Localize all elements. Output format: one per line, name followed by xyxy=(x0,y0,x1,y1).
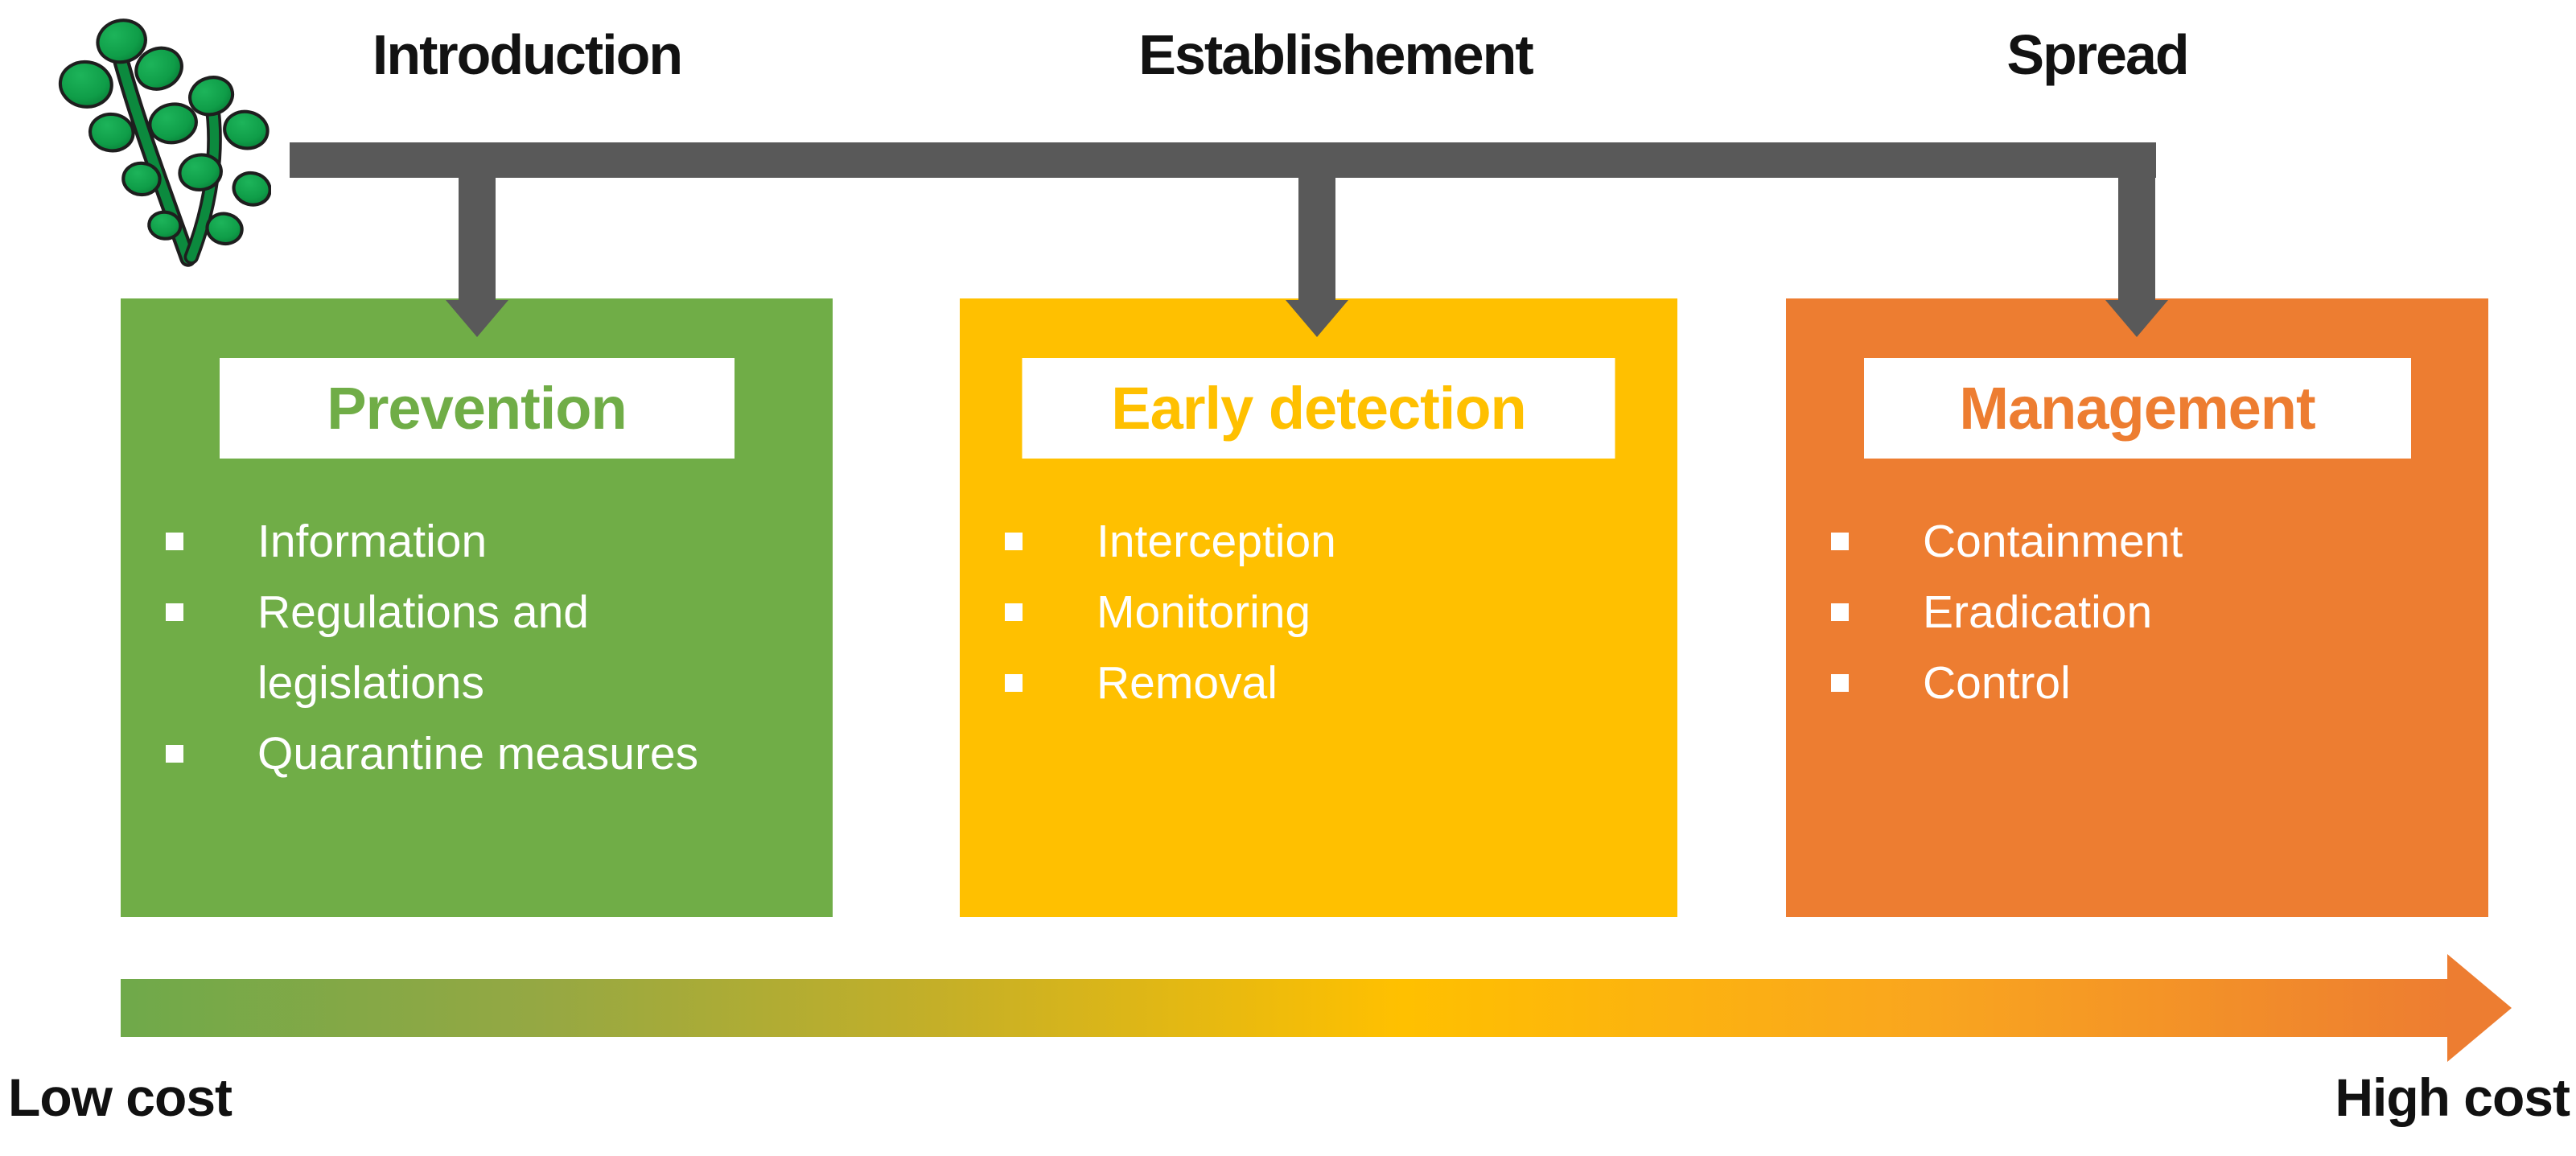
arrow-head xyxy=(1286,300,1348,337)
seaweed-icon xyxy=(58,19,271,267)
prevention-title: Prevention xyxy=(219,358,735,459)
arrow-shaft xyxy=(459,142,496,300)
bullet-square-icon xyxy=(166,603,183,621)
management-box: Management Containment Eradication Contr… xyxy=(1786,298,2488,917)
bullet-square-icon xyxy=(1831,603,1849,621)
stage-label-introduction: Introduction xyxy=(372,23,683,86)
management-items: Containment Eradication Control xyxy=(1820,506,2472,718)
bullet-square-icon xyxy=(1005,603,1023,621)
list-item: Removal xyxy=(994,648,1661,718)
down-arrow-spread-icon xyxy=(2105,142,2168,337)
bullet-square-icon xyxy=(1005,674,1023,692)
stage-label-establishement: Establishement xyxy=(1138,23,1533,86)
timeline-bar xyxy=(290,142,2156,178)
management-title: Management xyxy=(1863,358,2411,459)
cost-arrow-head-icon xyxy=(2447,954,2512,1062)
bullet-square-icon xyxy=(166,533,183,550)
list-item: Information xyxy=(154,506,817,577)
high-cost-label: High cost xyxy=(2335,1068,2570,1127)
prevention-box: Prevention Information Regulations and l… xyxy=(121,298,833,917)
list-item: Regulations and legislations xyxy=(154,577,817,718)
stage-label-spread: Spread xyxy=(2006,23,2189,86)
bullet-square-icon xyxy=(1831,533,1849,550)
list-item: Monitoring xyxy=(994,577,1661,648)
list-item: Eradication xyxy=(1820,577,2472,648)
early-detection-title: Early detection xyxy=(1022,358,1615,459)
bullet-square-icon xyxy=(166,745,183,763)
arrow-head xyxy=(2105,300,2168,337)
bullet-square-icon xyxy=(1005,533,1023,550)
list-item: Containment xyxy=(1820,506,2472,577)
bullet-square-icon xyxy=(1831,674,1849,692)
arrow-shaft xyxy=(2118,142,2155,300)
list-item: Quarantine measures xyxy=(154,718,817,789)
low-cost-label: Low cost xyxy=(8,1068,232,1127)
arrow-shaft xyxy=(1298,142,1335,300)
prevention-items: Information Regulations and legislations… xyxy=(154,506,817,789)
list-item: Interception xyxy=(994,506,1661,577)
down-arrow-introduction-icon xyxy=(446,142,508,337)
arrow-head xyxy=(446,300,508,337)
down-arrow-establishement-icon xyxy=(1286,142,1348,337)
early-detection-items: Interception Monitoring Removal xyxy=(994,506,1661,718)
cost-gradient-bar xyxy=(121,979,2450,1037)
list-item: Control xyxy=(1820,648,2472,718)
early-detection-box: Early detection Interception Monitoring … xyxy=(960,298,1677,917)
